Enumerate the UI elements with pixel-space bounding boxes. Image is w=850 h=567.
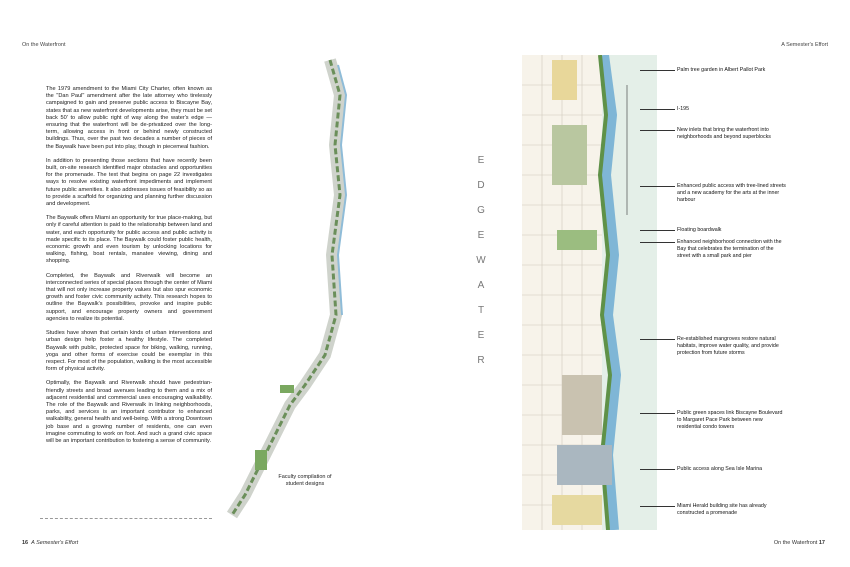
letter: D [477,180,485,191]
annotation-public-access-academy: Enhanced public access with tree-lined s… [677,183,786,203]
letter: E [477,155,485,166]
leader-line [640,413,675,414]
leader-line [640,469,675,470]
running-header-right: A Semester's Effort [781,42,828,48]
paragraph: Completed, the Baywalk and Riverwalk wil… [46,272,212,322]
letter: E [477,330,485,341]
paragraph: Optimally, the Baywalk and Riverwalk sho… [46,380,212,444]
figure-caption: Faculty compilation of student designs [278,474,332,487]
page-number: 16 [22,540,29,546]
leader-line [640,186,675,187]
annotation-sea-isle-marina: Public access along Sea Isle Marina [677,466,763,472]
paragraph: The Baywalk offers Miami an opportunity … [46,215,212,265]
paragraph: In addition to presenting those sections… [46,157,212,208]
page-number: 17 [818,540,825,546]
annotation-public-green-spaces: Public green spaces link Biscayne Boulev… [677,410,783,430]
annotation-i195: I-195 [677,106,690,112]
leader-line [640,230,675,231]
footer-title: A Semester's Effort [31,540,79,546]
letter: T [477,305,485,316]
leader-line [640,130,675,131]
body-text: The 1979 amendment to the Miami City Cha… [46,86,212,452]
annotation-new-inlets: New inlets that bring the waterfront int… [677,127,771,140]
dashed-divider [40,518,212,519]
letter: W [476,255,486,266]
paragraph: The 1979 amendment to the Miami City Cha… [46,86,212,150]
annotation-miami-herald: Miami Herald building site has already c… [677,503,767,516]
letter: A [477,280,485,291]
annotation-mangroves: Re-established mangroves restore natural… [677,336,779,356]
letter: E [477,230,485,241]
annotation-neighborhood-connection: Enhanced neighborhood connection with th… [677,239,782,259]
annotation-palm-tree-garden: Palm tree garden in Albert Pallot Park [677,67,766,73]
leader-line [640,242,675,243]
leader-line [640,506,675,507]
edgewater-plan-map [522,55,657,530]
annotation-floating-boardwalk: Floating boardwalk [677,227,722,233]
paragraph: Studies have shown that certain kinds of… [46,330,212,373]
leader-line [640,70,675,71]
letter: R [477,355,485,366]
leader-line [640,339,675,340]
letter: G [477,205,485,216]
running-header-left: On the Waterfront [22,42,66,48]
baywalk-overview-map [226,58,348,519]
leader-line [640,109,675,110]
footer-right: On the Waterfront 17 [774,540,828,546]
footer-title: On the Waterfront [773,540,818,546]
edgewater-label: E D G E W A T E R [476,155,486,366]
